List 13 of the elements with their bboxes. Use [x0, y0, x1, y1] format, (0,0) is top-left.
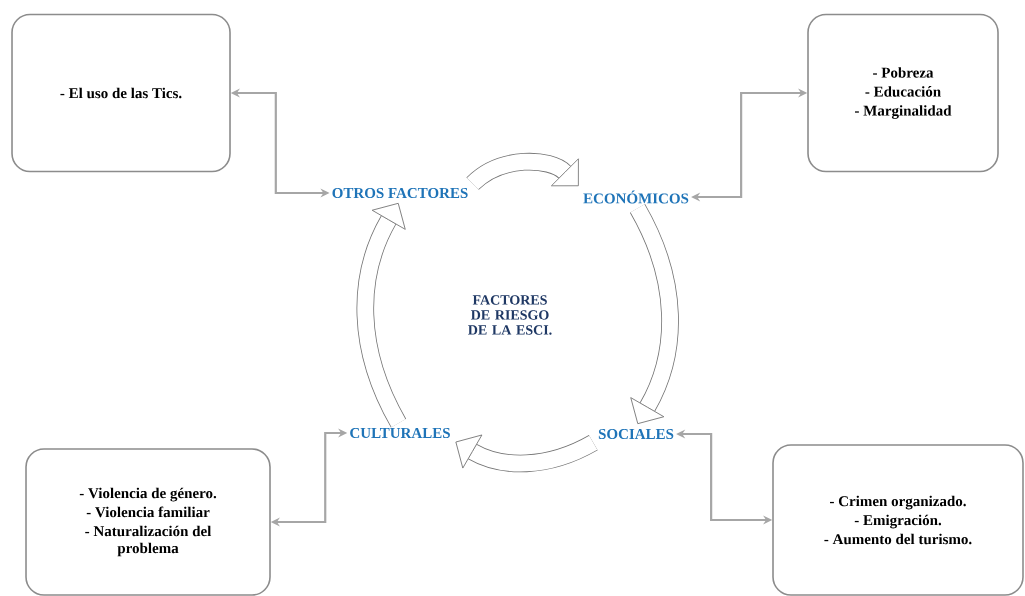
list-box: - Pobreza - Educación - Marginalidad: [807, 13, 999, 173]
block-arrow: [356, 202, 407, 428]
list-box: - Violencia de género. - Violencia familiar - Naturalización del problema: [25, 448, 271, 596]
list-box: - Crimen organizado. - Emigración. - Aumento del turismo.: [772, 444, 1024, 596]
category-label: SOCIALES: [598, 428, 674, 439]
category-label: OTROS FACTORES: [332, 187, 468, 198]
center-title: FACTORES DE RIESGO DE LA ESCI.: [468, 295, 552, 335]
block-arrow: [466, 152, 579, 191]
list-box: - El uso de las Tics.: [11, 13, 231, 173]
block-arrow: [455, 434, 598, 473]
category-label: ECONÓMICOS: [583, 190, 689, 204]
category-label: CULTURALES: [350, 427, 450, 438]
block-arrow: [629, 204, 679, 425]
